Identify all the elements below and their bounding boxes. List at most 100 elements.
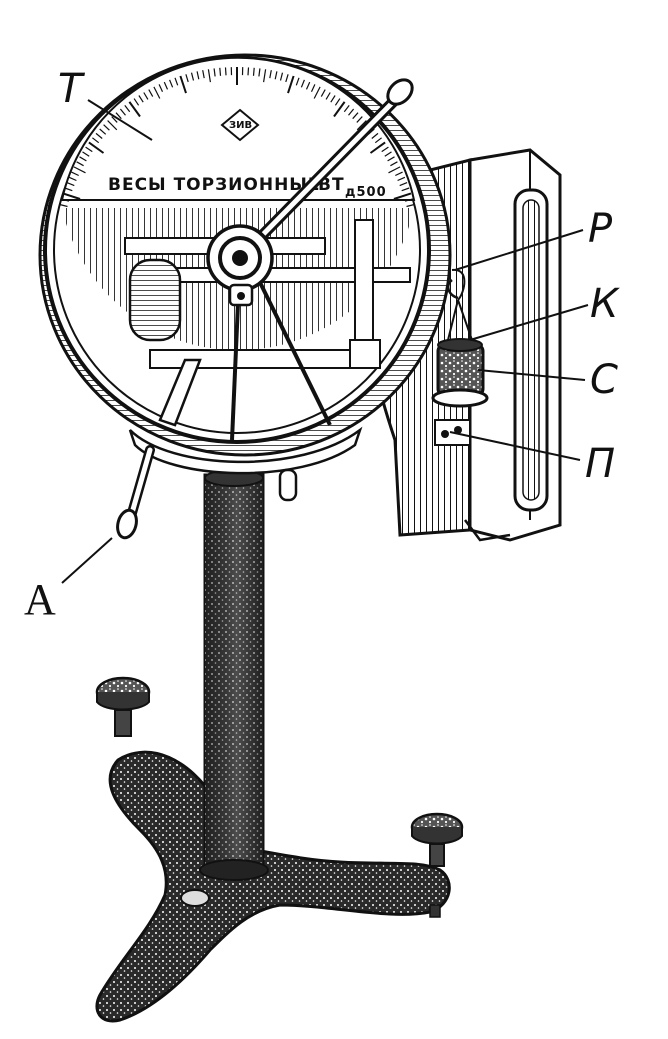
scale-tick [133, 98, 140, 106]
tripod-base [95, 750, 451, 1023]
scale-tick [85, 146, 93, 153]
scale-tick [59, 203, 68, 208]
scale-tick [397, 176, 406, 182]
scale-tick [285, 74, 289, 83]
scale-tick [124, 105, 131, 113]
scale-tick [88, 141, 105, 154]
scale-tick [387, 156, 395, 162]
scale-tick [190, 72, 195, 81]
scale-tick [279, 72, 284, 81]
scale-tick [310, 84, 316, 92]
scale-tick [384, 151, 392, 157]
scale-tick [196, 71, 200, 80]
scale-tick [320, 89, 326, 97]
scale-tick [153, 86, 161, 99]
label-p: Р [588, 206, 613, 252]
scale-tick [185, 74, 189, 83]
scale-tick [66, 182, 75, 187]
leader-c [477, 369, 586, 381]
scale-tick [107, 120, 118, 131]
label-t: Т [58, 66, 86, 112]
scale-tick [179, 75, 187, 94]
svg-text:ЗИВ: ЗИВ [229, 120, 252, 131]
support-column [199, 469, 269, 881]
scale-tick [163, 81, 169, 90]
leveling-screw-left [95, 676, 151, 737]
scale-tick [158, 84, 164, 92]
scale-tick [213, 68, 216, 77]
scale-tick [352, 112, 359, 120]
dial-model-number: д500 [345, 185, 387, 200]
scale-tick [393, 192, 412, 200]
scale-tick [95, 132, 103, 139]
scale-tick [62, 192, 81, 200]
scale-tick [202, 70, 205, 79]
scale-tick [325, 92, 331, 100]
scale-tick [401, 187, 410, 192]
scale-tick [92, 137, 100, 144]
scale-tick [343, 105, 350, 113]
scale-tick [263, 69, 267, 83]
scale-tick [374, 137, 382, 144]
scale-tick [169, 79, 174, 88]
label-a: А [24, 575, 56, 624]
scale-tick [82, 151, 90, 157]
scale-tick [390, 161, 398, 167]
scale-tick [258, 68, 261, 77]
leader-lines [61, 99, 589, 584]
scale-tick [119, 108, 126, 116]
scale-tick [333, 101, 346, 118]
scale-tick [274, 71, 278, 80]
scale-tick [395, 171, 403, 177]
scale-tick [388, 166, 401, 174]
scale-tick [64, 187, 73, 192]
scale-tick [68, 176, 77, 182]
scale-tick [334, 98, 341, 106]
scale-tick [111, 116, 118, 123]
scale-tick [381, 146, 389, 153]
dial-model: ВТ [318, 175, 345, 195]
stirrup [447, 299, 473, 341]
leader-k [469, 304, 589, 341]
callout-labels: Т Р К С П А [24, 66, 620, 624]
central-hub [206, 224, 274, 307]
scale-tick [115, 112, 122, 120]
scale-tick [330, 95, 336, 103]
scale-tick [369, 141, 386, 154]
scale-tick [269, 70, 272, 79]
scale-tick [371, 132, 379, 139]
scale-tick [404, 198, 413, 202]
scale-tick [406, 203, 415, 208]
scale-tick [295, 77, 300, 86]
label-c: С [590, 357, 618, 403]
arrest-lever [116, 445, 155, 540]
scale-ticks [59, 67, 415, 208]
weight-cup [431, 338, 489, 408]
scale-tick [148, 89, 154, 97]
label-pi: П [585, 441, 615, 487]
lower-collar [128, 426, 363, 502]
scale-tick [252, 67, 255, 76]
scale-tick [73, 166, 86, 174]
scale-tick [399, 182, 408, 187]
leader-p [454, 229, 584, 271]
scale-tick [79, 156, 87, 162]
leader-pi [449, 431, 581, 461]
scale-tick [99, 128, 107, 135]
dial-scale: ВЕСЫ ТОРЗИОННЫЕ ВТ д500 ЗИВ [59, 56, 416, 208]
scale-tick [300, 79, 305, 88]
scale-tick [207, 69, 211, 83]
scale-tick [143, 92, 149, 100]
label-k: К [590, 281, 620, 327]
manufacturer-logo: ЗИВ [220, 108, 260, 142]
scale-tick [348, 108, 355, 116]
dial-inscription: ВЕСЫ ТОРЗИОННЫЕ [108, 175, 321, 195]
scale-tick [313, 86, 321, 99]
scale-tick [76, 161, 84, 167]
scale-tick [219, 67, 222, 76]
scale-tick [305, 81, 311, 90]
scale-tick [174, 77, 179, 86]
scale-tick [247, 67, 250, 76]
scale-tick [138, 95, 144, 103]
